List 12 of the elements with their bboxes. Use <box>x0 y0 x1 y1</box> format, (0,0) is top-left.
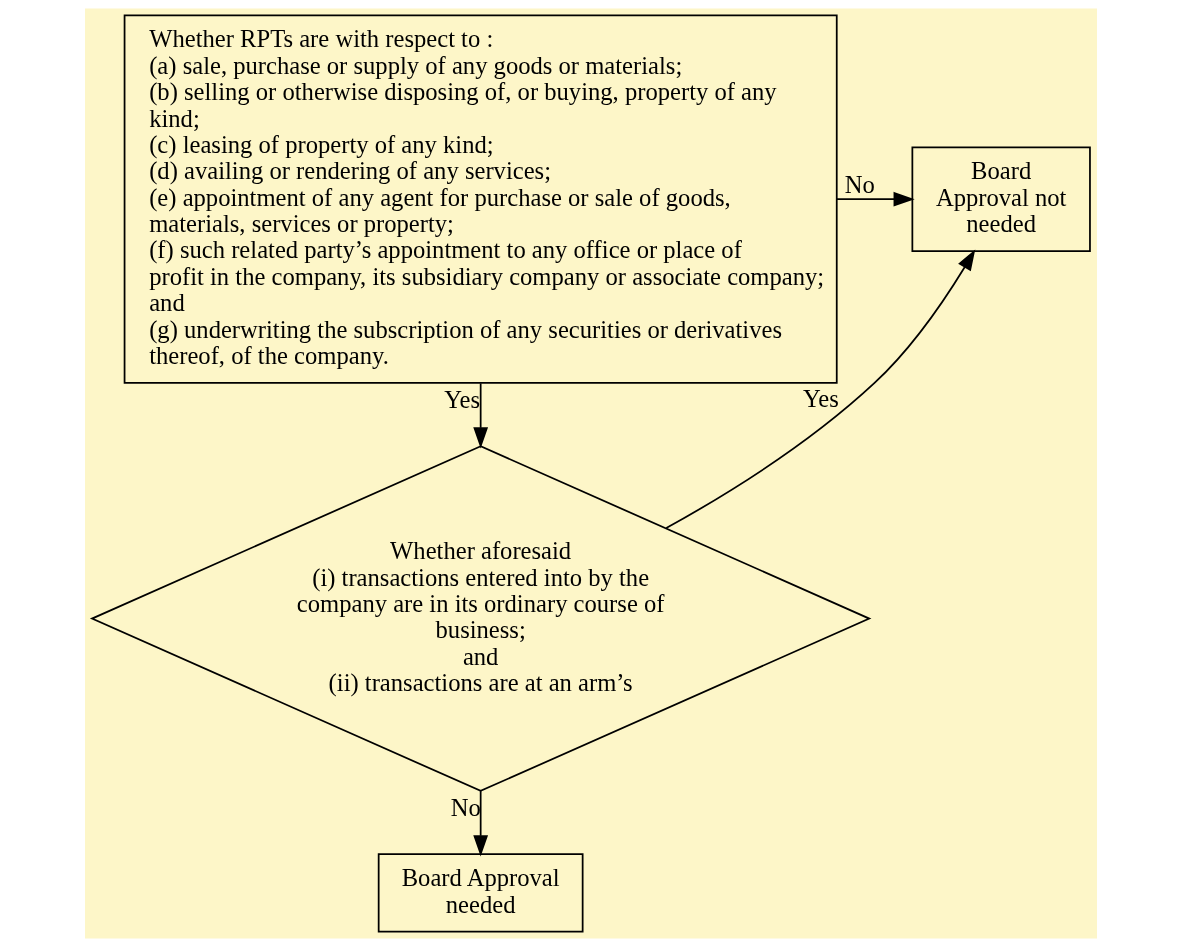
edge-label: No <box>450 793 481 821</box>
arrow <box>665 249 976 529</box>
arrow <box>473 382 489 449</box>
node-box: Board Approval not needed <box>911 146 1091 252</box>
arrow <box>473 790 489 857</box>
edge-label: Yes <box>803 384 839 412</box>
edge-label: No <box>844 170 875 198</box>
arrow <box>836 191 915 207</box>
edge-label: Yes <box>444 385 481 413</box>
node-diamond: Whether aforesaid (i) transactions entered into by the company are in its ordinary course of business; and (ii) transactions are at an arm’s <box>89 445 872 792</box>
node-box: Board Approval needed <box>377 853 584 933</box>
node-box: Whether RPTs are with respect to : (a) sale, purchase or supply of any goods or materials; (b) selling or otherwise disposing of, or buying, property of any kind; (c) leasing of property of any kind; (d) availing or rendering of any services; (e) appointment of any agent for purchase or sale of goods, materials, services or property; (f) such related party’s appointment to any office or place of profit in the company, its subsidiary company or associate company; and (g) underwriting the subscription of any securities or derivatives thereof, of the company. <box>123 14 838 384</box>
